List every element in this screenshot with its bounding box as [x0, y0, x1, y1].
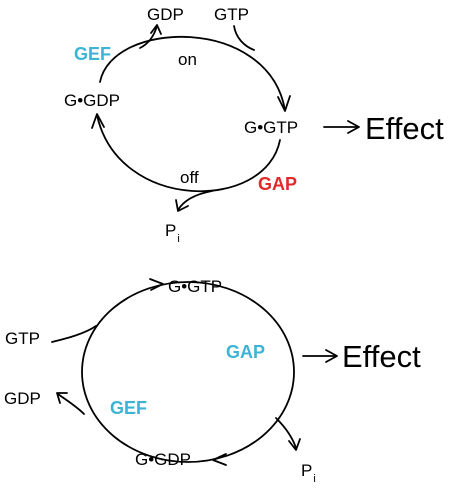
bottom-pi-exit-line — [275, 417, 297, 449]
bottom-gtp-entry-line — [51, 325, 97, 343]
top-cycle: GDP GTP GEF on G•GDP G•GTP Effect off GA… — [64, 5, 444, 245]
top-gtp-entry-line — [233, 25, 255, 51]
bottom-pi-main: P — [301, 461, 312, 480]
top-pi-main: P — [165, 221, 176, 240]
top-on-arc — [99, 35, 286, 111]
top-pi-sub: i — [177, 233, 179, 245]
top-on-arrowhead — [277, 95, 291, 112]
top-pi-label: Pi — [165, 221, 180, 245]
top-off-label: off — [180, 168, 199, 187]
top-gdp-label: GDP — [147, 5, 184, 24]
bottom-effect-label: Effect — [342, 339, 421, 374]
top-gtp-label: GTP — [214, 5, 249, 24]
top-g-gdp-label: G•GDP — [64, 91, 120, 110]
top-pi-exit-line — [177, 190, 213, 211]
bottom-effect-arrowhead — [325, 349, 338, 363]
bottom-pi-label: Pi — [301, 461, 316, 485]
top-g-gtp-label: G•GTP — [244, 118, 298, 137]
top-on-label: on — [178, 50, 197, 69]
bottom-cycle: G•GTP GTP GAP Effect GDP GEF G•GDP Pi — [4, 277, 421, 485]
bottom-bottom-arrowhead — [212, 453, 227, 466]
bottom-gdp-exit-line — [57, 393, 85, 415]
top-effect-label: Effect — [365, 111, 444, 146]
bottom-cycle-ring — [81, 281, 295, 463]
bottom-pi-sub: i — [313, 473, 315, 485]
bottom-gdp-label: GDP — [4, 389, 41, 408]
bottom-g-gdp-label: G•GDP — [135, 450, 191, 469]
top-gef-label: GEF — [74, 44, 111, 64]
bottom-g-gtp-label: G•GTP — [168, 277, 222, 296]
top-gdp-arrowhead — [150, 24, 162, 35]
top-gdp-exit-line — [139, 25, 158, 49]
top-gap-label: GAP — [258, 174, 297, 194]
bottom-gef-label: GEF — [110, 398, 147, 418]
top-off-arrowhead — [91, 113, 105, 129]
bottom-gtp-label: GTP — [5, 329, 40, 348]
bottom-top-arrowhead — [149, 278, 164, 291]
top-pi-arrowhead — [175, 199, 189, 212]
top-effect-arrowhead — [347, 120, 360, 134]
bottom-gdp-arrowhead — [56, 392, 68, 404]
top-off-arc — [96, 114, 281, 193]
bottom-pi-arrowhead — [288, 438, 301, 451]
bottom-gap-label: GAP — [226, 342, 265, 362]
